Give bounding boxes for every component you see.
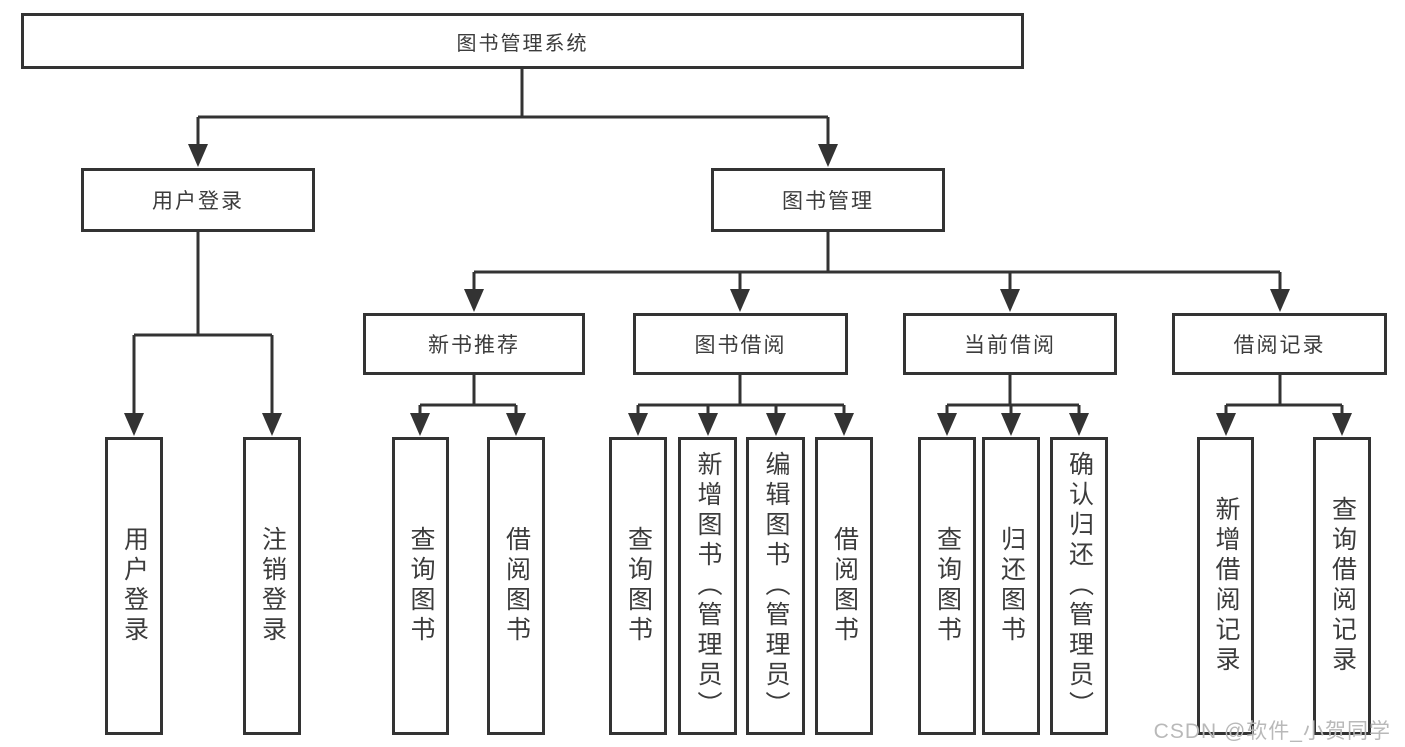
node-book-borrowing: 图书借阅 bbox=[633, 313, 848, 375]
leaf-user-login: 用户登录 bbox=[105, 437, 163, 735]
node-label: 用户登录 bbox=[152, 190, 244, 213]
leaf-label: 查询借阅记录 bbox=[1328, 496, 1357, 676]
node-label: 当前借阅 bbox=[964, 334, 1056, 357]
leaf-query-books-borrowing: 查询图书 bbox=[609, 437, 667, 735]
leaf-label: 新增图书（管理员） bbox=[694, 451, 722, 721]
leaf-label: 查询图书 bbox=[933, 526, 962, 646]
leaf-label: 注销登录 bbox=[258, 526, 287, 646]
leaf-return-books: 归还图书 bbox=[982, 437, 1040, 735]
node-label: 新书推荐 bbox=[428, 334, 520, 357]
leaf-label: 查询图书 bbox=[624, 526, 653, 646]
leaf-borrow-books-borrowing: 借阅图书 bbox=[815, 437, 873, 735]
node-label: 图书管理 bbox=[782, 190, 874, 213]
leaf-query-books-current: 查询图书 bbox=[918, 437, 976, 735]
csdn-watermark: CSDN @软件_小贺同学 bbox=[1153, 720, 1391, 743]
node-label: 图书借阅 bbox=[694, 334, 787, 357]
node-new-book-recommend: 新书推荐 bbox=[363, 313, 585, 375]
leaf-borrow-books-recommend: 借阅图书 bbox=[487, 437, 545, 735]
leaf-confirm-return-admin: 确认归还（管理员） bbox=[1050, 437, 1108, 735]
leaf-label: 归还图书 bbox=[997, 526, 1026, 646]
leaf-label: 借阅图书 bbox=[830, 526, 859, 646]
node-borrowing-records: 借阅记录 bbox=[1172, 313, 1387, 375]
leaf-label: 借阅图书 bbox=[502, 526, 531, 646]
node-label: 借阅记录 bbox=[1233, 334, 1326, 357]
leaf-label: 编辑图书（管理员） bbox=[762, 451, 790, 721]
node-book-management: 图书管理 bbox=[711, 168, 945, 232]
leaf-logout: 注销登录 bbox=[243, 437, 301, 735]
node-label: 图书管理系统 bbox=[456, 32, 589, 55]
leaf-query-borrow-record: 查询借阅记录 bbox=[1313, 437, 1371, 735]
leaf-label: 用户登录 bbox=[120, 526, 149, 646]
node-user-login: 用户登录 bbox=[81, 168, 315, 232]
leaf-label: 新增借阅记录 bbox=[1212, 496, 1240, 676]
leaf-add-books-admin: 新增图书（管理员） bbox=[678, 437, 737, 735]
leaf-query-books-recommend: 查询图书 bbox=[392, 437, 449, 735]
leaf-edit-books-admin: 编辑图书（管理员） bbox=[746, 437, 805, 735]
leaf-label: 查询图书 bbox=[407, 526, 435, 646]
leaf-add-borrow-record: 新增借阅记录 bbox=[1197, 437, 1254, 735]
node-current-borrowing: 当前借阅 bbox=[903, 313, 1117, 375]
leaf-label: 确认归还（管理员） bbox=[1065, 451, 1094, 721]
node-library-system: 图书管理系统 bbox=[21, 13, 1024, 69]
